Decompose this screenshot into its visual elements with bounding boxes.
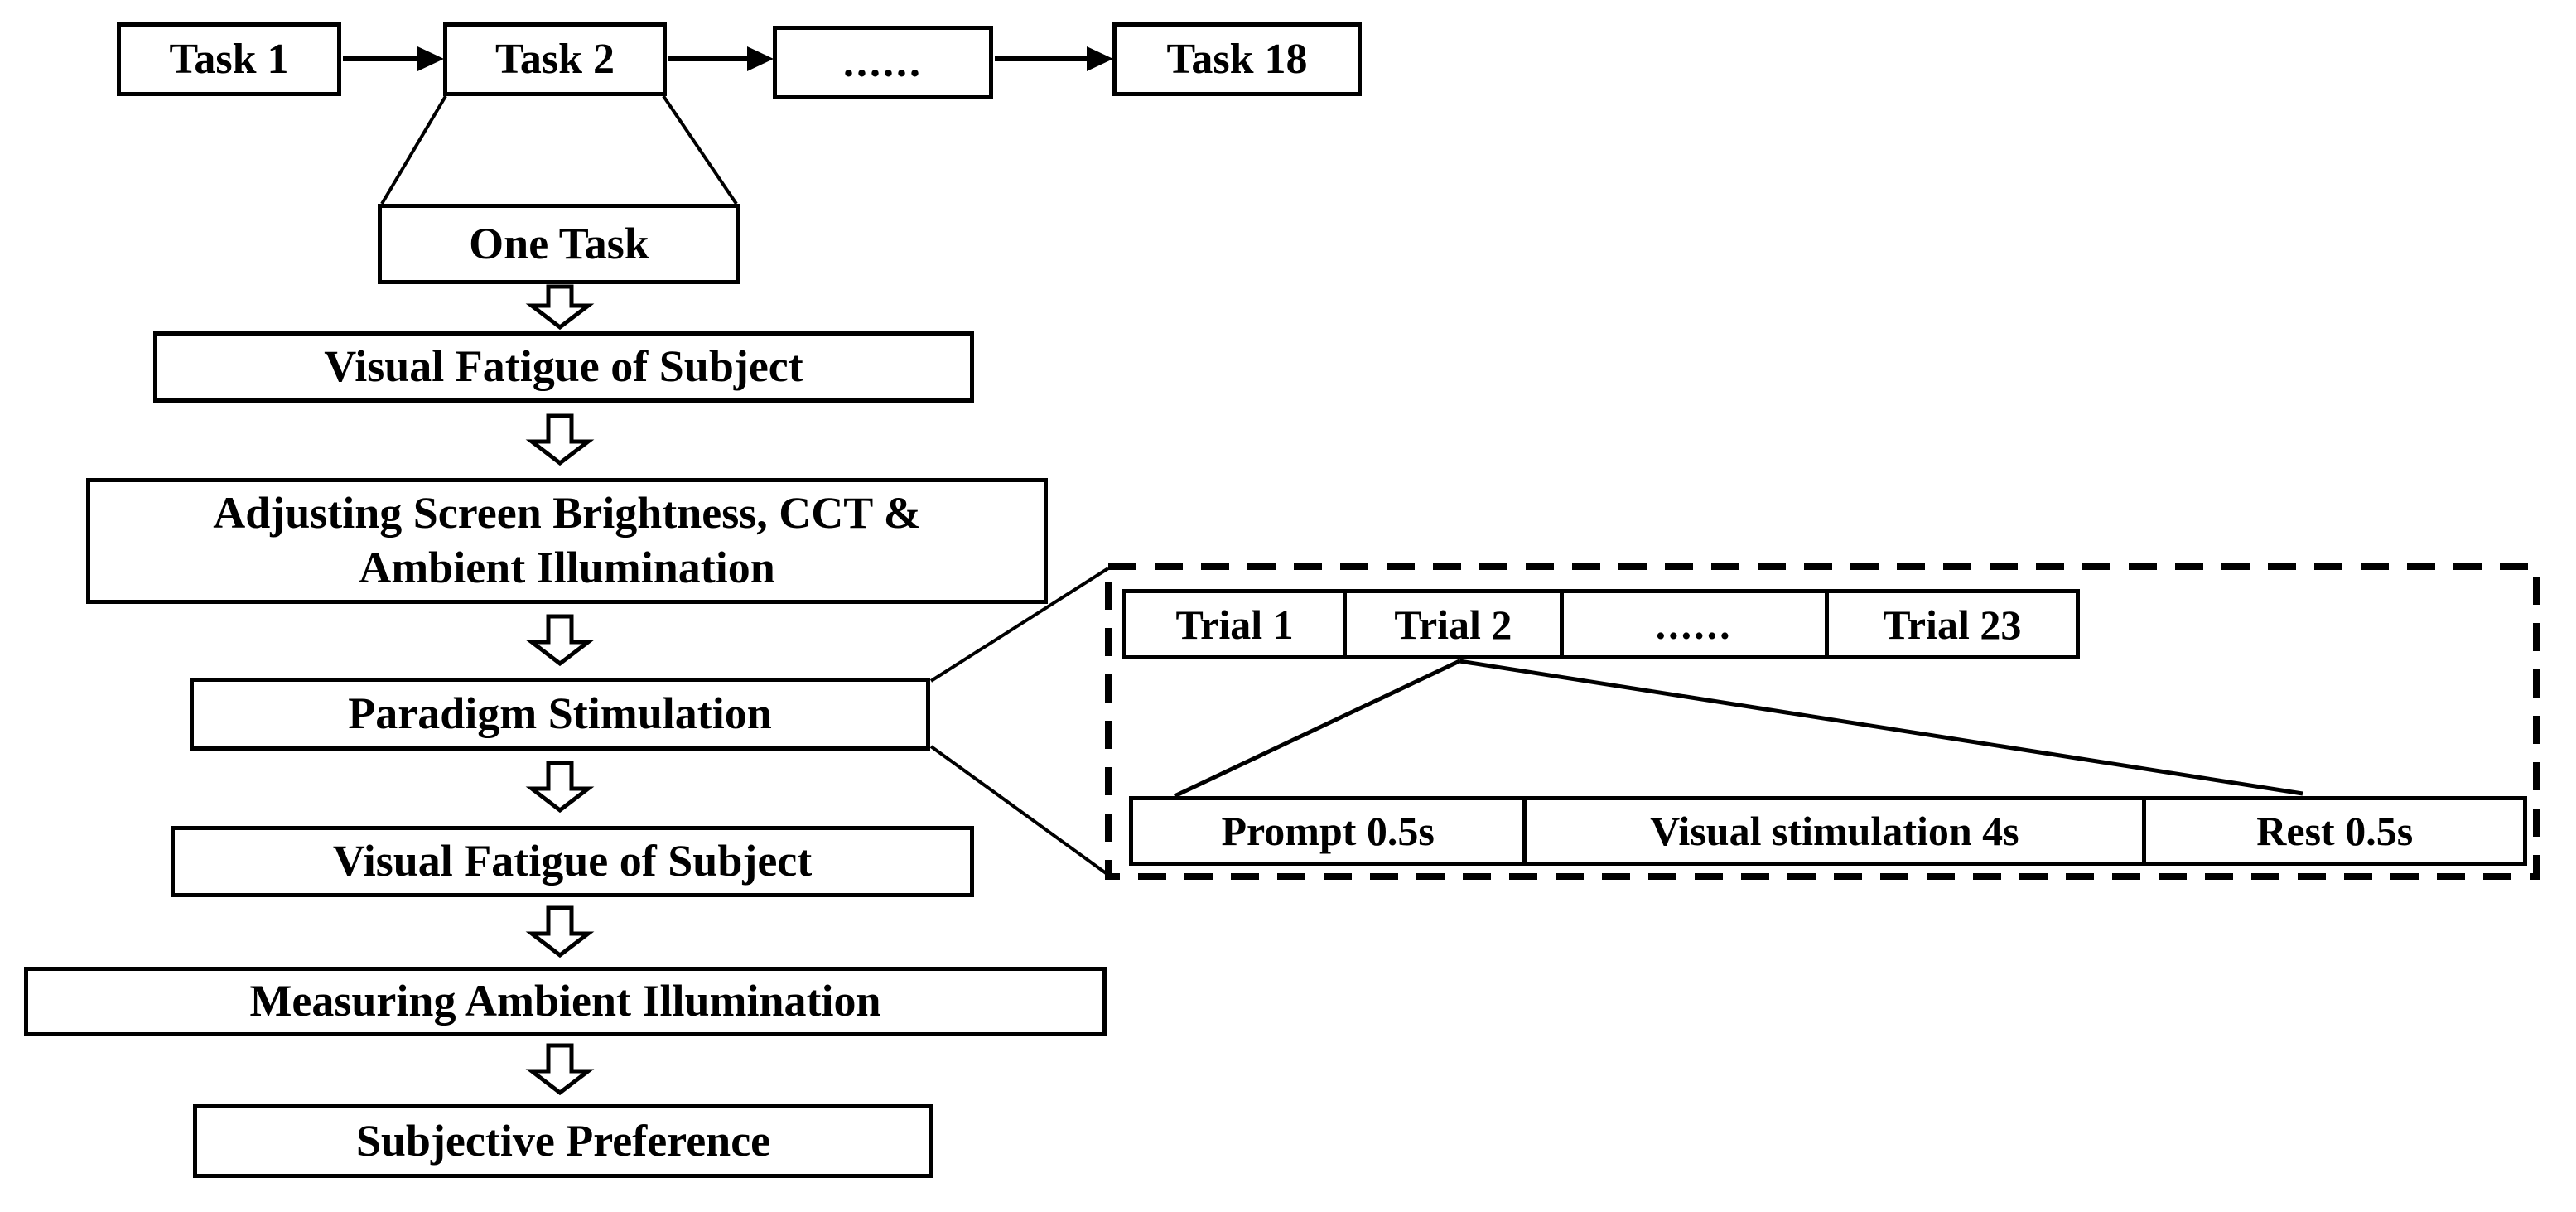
trial-2-cell: Trial 2 [1347, 593, 1564, 655]
right-arrow [343, 46, 444, 71]
adjusting-box: Adjusting Screen Brightness, CCT & Ambie… [86, 478, 1048, 604]
trial-expansion-line-left [1173, 659, 1461, 799]
trial-1-cell: Trial 1 [1126, 593, 1348, 655]
trial-phase-strip: Prompt 0.5s Visual stimulation 4s Rest 0… [1129, 796, 2527, 866]
task-1-box: Task 1 [117, 22, 341, 96]
trial-expansion-line-right [1459, 659, 2303, 796]
prompt-phase-cell: Prompt 0.5s [1133, 800, 1527, 862]
paradigm-expansion-line-bottom [929, 745, 1110, 876]
trial-ellipsis-cell: ...... [1563, 593, 1829, 655]
down-block-arrow [525, 905, 595, 958]
visual-fatigue-pre-box: Visual Fatigue of Subject [153, 331, 974, 403]
task-18-box: Task 18 [1112, 22, 1362, 96]
trapezoid-line-right [662, 94, 738, 205]
measuring-illumination-box: Measuring Ambient Illumination [24, 967, 1107, 1036]
one-task-box: One Task [378, 204, 740, 284]
visual-fatigue-post-box: Visual Fatigue of Subject [171, 826, 974, 897]
dashed-panel-border [1105, 563, 2540, 880]
right-arrow [668, 46, 774, 71]
down-block-arrow [525, 284, 595, 331]
down-block-arrow [525, 413, 595, 466]
task-2-box: Task 2 [443, 22, 667, 96]
trial-23-cell: Trial 23 [1828, 593, 2076, 655]
right-arrow [995, 46, 1113, 71]
visual-stimulation-phase-cell: Visual stimulation 4s [1527, 800, 2147, 862]
adjusting-line-2: Ambient Illumination [359, 543, 775, 592]
task-ellipsis-box: ...... [773, 26, 993, 99]
down-block-arrow [525, 761, 595, 814]
down-block-arrow [525, 1043, 595, 1096]
trial-sequence-strip: Trial 1 Trial 2 ...... Trial 23 [1122, 589, 2080, 659]
rest-phase-cell: Rest 0.5s [2146, 800, 2523, 862]
down-block-arrow [525, 614, 595, 667]
trapezoid-line-left [380, 94, 447, 205]
paradigm-stimulation-box: Paradigm Stimulation [190, 678, 930, 751]
paradigm-expansion-line-top [929, 567, 1110, 683]
adjusting-line-1: Adjusting Screen Brightness, CCT & [213, 488, 921, 538]
subjective-preference-box: Subjective Preference [193, 1104, 933, 1178]
